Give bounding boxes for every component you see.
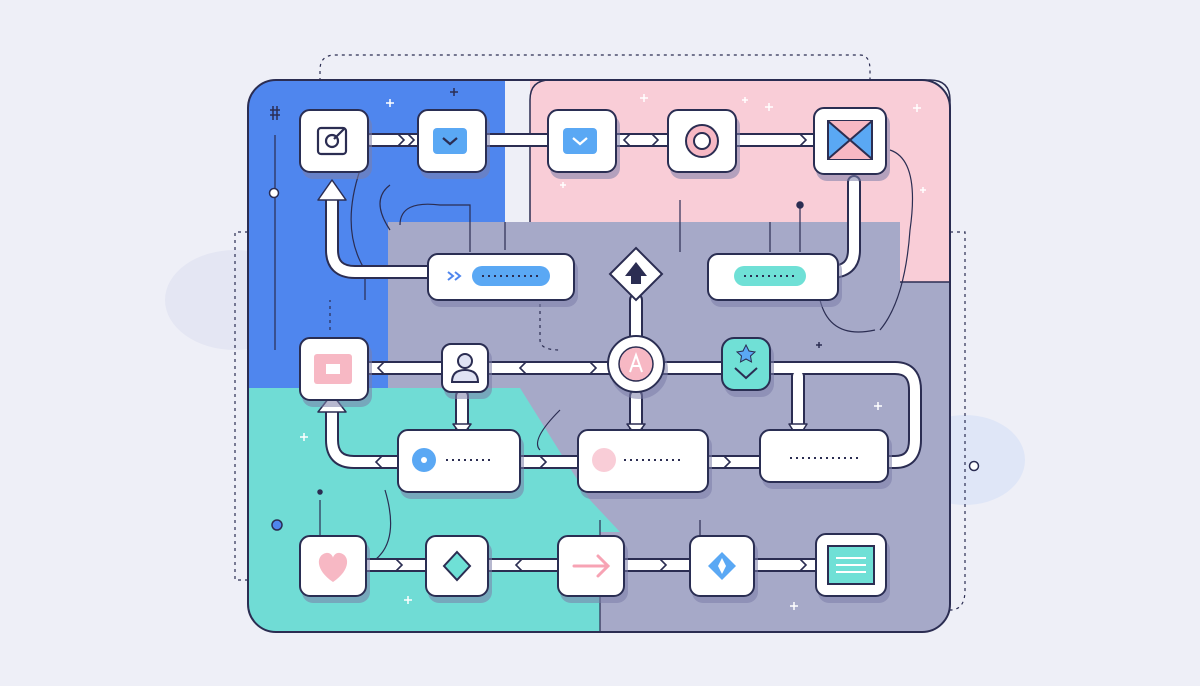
pink-zone-outline bbox=[529, 79, 951, 283]
node-target[interactable] bbox=[299, 109, 369, 173]
user-icon bbox=[450, 353, 480, 383]
compass-icon bbox=[708, 552, 736, 580]
arrow-up-icon bbox=[625, 262, 647, 284]
sparkles bbox=[300, 94, 926, 610]
node-star-check[interactable] bbox=[721, 337, 771, 391]
list-icon bbox=[827, 545, 875, 585]
heart-icon bbox=[318, 552, 348, 582]
node-step-plain[interactable] bbox=[759, 429, 889, 483]
circle-icon bbox=[685, 124, 719, 158]
diamond-icon bbox=[442, 550, 472, 582]
node-decision[interactable] bbox=[608, 246, 664, 302]
dot-icon bbox=[592, 448, 680, 472]
envelope-icon bbox=[827, 120, 873, 160]
image-icon bbox=[314, 354, 352, 384]
small-marks bbox=[270, 88, 822, 348]
progress-pill-icon bbox=[734, 266, 806, 286]
progress-pill-icon bbox=[447, 266, 550, 286]
star-check-icon bbox=[734, 343, 758, 380]
decor-dots bbox=[268, 187, 980, 531]
badge-icon bbox=[618, 346, 654, 382]
target-icon bbox=[316, 126, 348, 156]
chevrons bbox=[374, 133, 808, 572]
arrow-right-icon bbox=[572, 554, 611, 578]
chevron-down-icon bbox=[433, 128, 467, 154]
white-strip bbox=[505, 80, 530, 222]
dot-icon bbox=[412, 448, 492, 472]
chevron-down-icon bbox=[563, 128, 597, 154]
outer-dashed-lines bbox=[234, 54, 966, 611]
inner-dashed-lines bbox=[329, 290, 561, 351]
